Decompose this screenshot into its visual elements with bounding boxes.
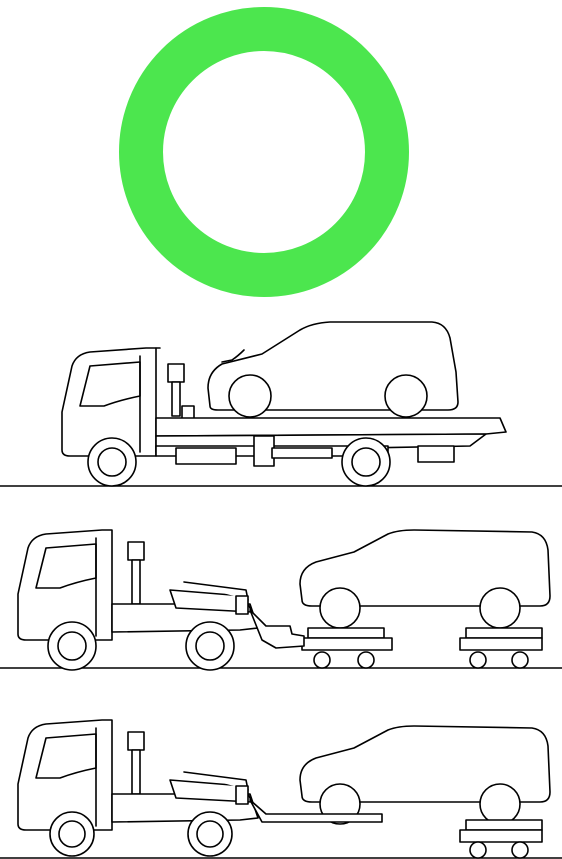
car-wheel <box>480 588 520 628</box>
truck-wheel <box>342 438 390 486</box>
dolly <box>460 628 542 668</box>
truck-wheel <box>186 622 234 670</box>
flatbed-tow-truck-icon <box>0 322 562 486</box>
truck-wheel <box>48 622 96 670</box>
beacon-post <box>128 732 144 750</box>
flatbed-deck <box>156 418 506 436</box>
wheel-lift-tow-icon <box>0 720 562 858</box>
truck-wheel <box>50 812 94 856</box>
green-circle-icon <box>141 29 387 275</box>
car-wheel <box>385 375 427 417</box>
car-wheel <box>480 784 520 824</box>
truck-wheel <box>88 438 136 486</box>
beacon-post <box>128 542 144 560</box>
car-wheel <box>229 375 271 417</box>
beacon-post <box>168 364 184 382</box>
car-wheel <box>320 588 360 628</box>
truck-wheel <box>188 812 232 856</box>
dolly <box>460 820 542 858</box>
dolly <box>302 628 392 668</box>
wheel-lift-with-dollies-icon <box>0 530 562 670</box>
